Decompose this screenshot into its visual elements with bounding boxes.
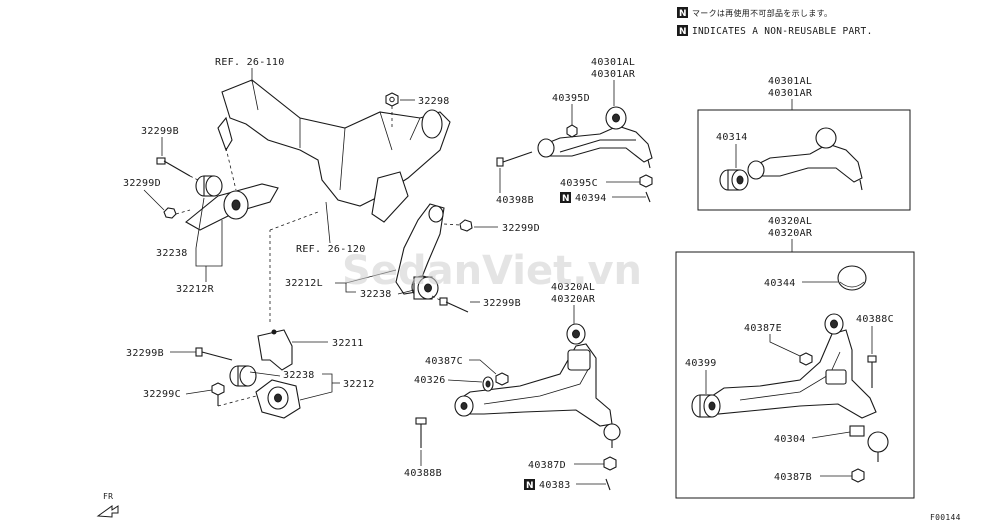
n-mark-letter: N bbox=[679, 27, 687, 37]
label-40304: 40304 bbox=[774, 434, 806, 445]
upper-arm-40301 bbox=[537, 106, 653, 169]
label-40314: 40314 bbox=[716, 132, 748, 143]
bushing-40314 bbox=[719, 169, 749, 191]
mount-32212 bbox=[255, 379, 301, 419]
figure-code: F00144 bbox=[930, 513, 961, 522]
box-lower-arm-detail bbox=[675, 251, 915, 499]
box-upper-arm-detail bbox=[697, 109, 911, 211]
label-40387D: 40387D bbox=[528, 460, 566, 471]
nut-40387C bbox=[495, 372, 509, 386]
n-mark-letter: N bbox=[562, 194, 570, 204]
n-mark-icon bbox=[677, 7, 688, 18]
box1-label-40301AR: 40301AR bbox=[768, 88, 813, 99]
bushing-40399 bbox=[691, 394, 721, 418]
label-32212: 32212 bbox=[343, 379, 375, 390]
label-40395C: 40395C bbox=[560, 178, 598, 189]
label-40399: 40399 bbox=[685, 358, 717, 369]
bolt-40388C bbox=[867, 355, 877, 388]
label-40387E: 40387E bbox=[744, 323, 782, 334]
nut-32299C bbox=[211, 382, 257, 407]
lower-arm-detail bbox=[698, 313, 877, 419]
nut-40387B bbox=[851, 468, 865, 483]
label-40394: 40394 bbox=[575, 193, 607, 204]
label-40301AL: 40301AL bbox=[591, 57, 635, 68]
n-mark-icon bbox=[524, 479, 535, 490]
nut-40387D bbox=[603, 456, 617, 471]
bolt-40388B bbox=[415, 417, 427, 448]
note-english: INDICATES A NON-REUSABLE PART. bbox=[692, 26, 873, 37]
nut-40395D bbox=[566, 124, 578, 138]
ref-26-120: REF. 26-120 bbox=[296, 244, 366, 255]
non-reusable-note: N マークは再使用不可部品を示します。 N INDICATES A NON-RE… bbox=[677, 7, 873, 37]
label-32238-middle: 32238 bbox=[360, 289, 392, 300]
label-40387C: 40387C bbox=[425, 356, 463, 367]
bracket-32212L bbox=[395, 203, 445, 300]
nut-32299D-upper bbox=[163, 207, 191, 219]
watermark: SedanViet.vn bbox=[342, 248, 642, 294]
washer-40326 bbox=[482, 376, 494, 392]
label-40383: 40383 bbox=[539, 480, 571, 491]
label-32212R: 32212R bbox=[176, 284, 215, 295]
label-32298: 32298 bbox=[418, 96, 450, 107]
bracket-32211 bbox=[257, 211, 319, 371]
box2-label-40320AL: 40320AL bbox=[768, 216, 812, 227]
note-japanese: マークは再使用不可部品を示します。 bbox=[692, 8, 832, 18]
label-32238-upper: 32238 bbox=[156, 248, 188, 259]
label-32299C: 32299C bbox=[143, 389, 181, 400]
ball-joint-40304 bbox=[849, 425, 889, 462]
label-40320AR: 40320AR bbox=[551, 294, 596, 305]
label-32299D-upper: 32299D bbox=[123, 178, 161, 189]
n-mark-icon bbox=[677, 25, 688, 36]
nut-40387E bbox=[799, 352, 813, 366]
front-arrow-icon bbox=[96, 505, 119, 518]
n-mark-icon bbox=[560, 192, 571, 203]
label-40320AL: 40320AL bbox=[551, 282, 595, 293]
label-32211: 32211 bbox=[332, 338, 364, 349]
bushing-32238-upper bbox=[195, 175, 223, 197]
bushing-32238-lower bbox=[229, 365, 257, 387]
lower-arm-40320 bbox=[454, 323, 621, 448]
label-40326: 40326 bbox=[414, 375, 446, 386]
cotter-pin-40394 bbox=[645, 191, 651, 203]
label-32299B-middle: 32299B bbox=[483, 298, 521, 309]
box1-label-40301AL: 40301AL bbox=[768, 76, 812, 87]
nut-32299D-lower bbox=[443, 219, 473, 232]
label-40301AR: 40301AR bbox=[591, 69, 636, 80]
label-40387B: 40387B bbox=[774, 472, 812, 483]
n-mark-letter: N bbox=[526, 481, 534, 491]
ball-joint-cover-40344 bbox=[837, 265, 867, 291]
frame-crossmember bbox=[221, 79, 451, 223]
cotter-pin-40383 bbox=[605, 478, 611, 491]
nut-40395C bbox=[639, 174, 653, 188]
front-direction-label: FR bbox=[103, 492, 113, 501]
ref-26-110: REF. 26-110 bbox=[215, 57, 285, 68]
label-32299D-lower: 32299D bbox=[502, 223, 540, 234]
nut-32298 bbox=[385, 92, 399, 128]
label-32238-lower: 32238 bbox=[283, 370, 315, 381]
label-40398B: 40398B bbox=[496, 195, 534, 206]
box2-label-40320AR: 40320AR bbox=[768, 228, 813, 239]
label-32299B-lower: 32299B bbox=[126, 348, 164, 359]
label-40395D: 40395D bbox=[552, 93, 590, 104]
label-32299B-upper: 32299B bbox=[141, 126, 179, 137]
label-40388B: 40388B bbox=[404, 468, 442, 479]
n-mark-letter: N bbox=[679, 9, 687, 19]
bolt-32299B-lower bbox=[195, 347, 233, 361]
bracket-32212R bbox=[185, 116, 279, 231]
upper-arm-detail bbox=[747, 127, 863, 191]
label-40344: 40344 bbox=[764, 278, 796, 289]
label-32212L: 32212L bbox=[285, 278, 323, 289]
label-40388C: 40388C bbox=[856, 314, 894, 325]
bolt-32299B-middle bbox=[431, 295, 469, 313]
bolt-40398B bbox=[496, 151, 533, 167]
